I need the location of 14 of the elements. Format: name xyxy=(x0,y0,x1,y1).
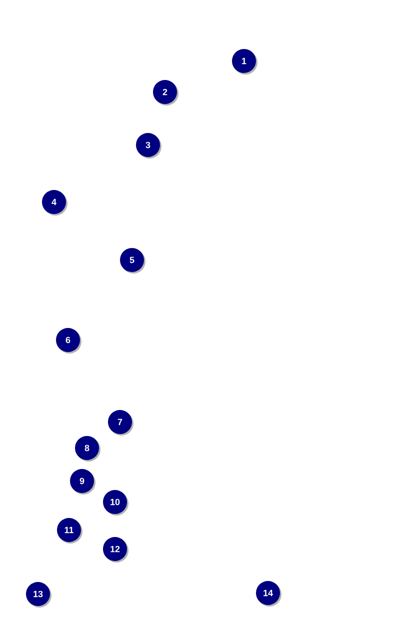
callout-number: 7 xyxy=(108,410,134,436)
callout-number: 5 xyxy=(120,248,146,274)
callout-number: 6 xyxy=(56,328,82,354)
callout-number: 2 xyxy=(153,80,178,106)
callout-number: 1 xyxy=(232,49,258,74)
callout-number: 9 xyxy=(70,469,96,494)
callout-number: 13 xyxy=(26,582,52,608)
callout-number: 3 xyxy=(136,133,162,158)
callout-number: 8 xyxy=(75,436,100,462)
callout-number: 14 xyxy=(256,581,282,606)
callout-number: 10 xyxy=(103,490,128,516)
callout-number: 12 xyxy=(103,537,128,562)
callout-number: 11 xyxy=(57,518,82,544)
callout-number: 4 xyxy=(42,190,68,216)
